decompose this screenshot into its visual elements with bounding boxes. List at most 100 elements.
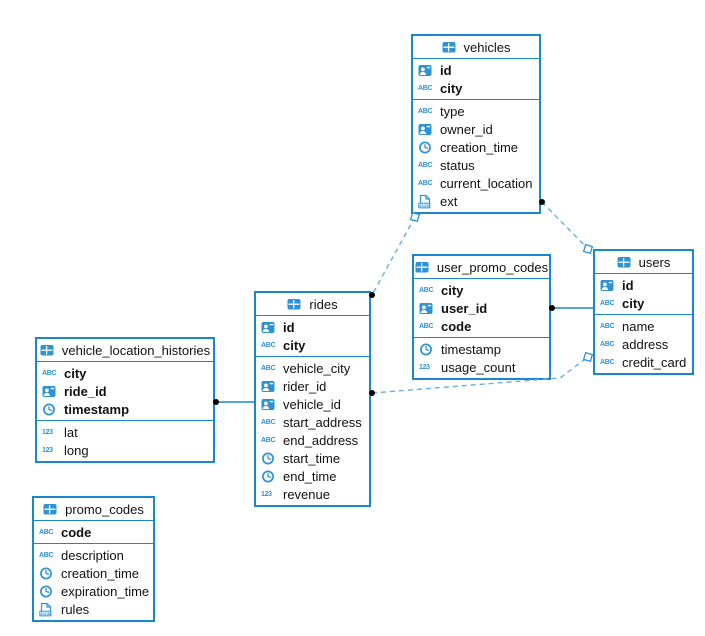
column-row-user_id[interactable]: user_id bbox=[414, 299, 549, 317]
column-name: name bbox=[622, 318, 655, 334]
table-icon bbox=[43, 502, 60, 517]
timestamp-clock-icon bbox=[419, 342, 436, 357]
string-glyph: ABC bbox=[261, 364, 276, 372]
table-header[interactable]: promo_codes bbox=[34, 498, 153, 521]
column-row-start_time[interactable]: start_time bbox=[256, 449, 369, 467]
string-abc-icon: ABC bbox=[600, 323, 617, 330]
string-abc-icon: ABC bbox=[418, 108, 435, 115]
column-row-creation_time[interactable]: creation_time bbox=[413, 138, 539, 156]
column-row-id[interactable]: id bbox=[256, 318, 369, 336]
column-row-ride_id[interactable]: ride_id bbox=[37, 382, 213, 400]
json-icon: JSON bbox=[418, 194, 435, 209]
ref-id-icon bbox=[261, 379, 278, 394]
table-header[interactable]: user_promo_codes bbox=[414, 256, 549, 279]
column-name: city bbox=[64, 365, 87, 381]
column-name: city bbox=[441, 282, 464, 298]
ref-id-icon-svg bbox=[419, 302, 433, 314]
json-icon: JSON bbox=[39, 602, 56, 617]
number-123-icon: 123 bbox=[419, 364, 436, 371]
column-name: start_time bbox=[283, 450, 341, 466]
string-glyph: ABC bbox=[418, 179, 433, 187]
number-glyph: 123 bbox=[419, 363, 430, 371]
table-header[interactable]: users bbox=[595, 251, 692, 274]
column-row-timestamp[interactable]: timestamp bbox=[414, 340, 549, 358]
json-icon-svg: JSON bbox=[418, 194, 431, 208]
string-glyph: ABC bbox=[39, 528, 54, 536]
table-header[interactable]: rides bbox=[256, 293, 369, 316]
table-name: vehicles bbox=[463, 39, 511, 55]
column-row-expiration_time[interactable]: expiration_time bbox=[34, 582, 153, 600]
string-abc-icon: ABC bbox=[42, 370, 59, 377]
column-name: user_id bbox=[441, 300, 488, 316]
number-glyph: 123 bbox=[261, 490, 272, 498]
column-row-name[interactable]: ABC name bbox=[595, 317, 692, 335]
timestamp-clock-icon-svg bbox=[40, 567, 52, 579]
column-row-id[interactable]: id bbox=[413, 61, 539, 79]
table-header[interactable]: vehicles bbox=[413, 36, 539, 59]
column-row-end_time[interactable]: end_time bbox=[256, 467, 369, 485]
ref-id-icon-svg bbox=[261, 398, 275, 410]
column-name: code bbox=[61, 524, 92, 540]
table-name: vehicle_location_histories bbox=[61, 342, 211, 358]
column-row-vehicle_id[interactable]: vehicle_id bbox=[256, 395, 369, 413]
column-row-id[interactable]: id bbox=[595, 276, 692, 294]
table-icon-svg bbox=[287, 298, 301, 309]
column-name: description bbox=[61, 547, 124, 563]
column-row-code[interactable]: ABC code bbox=[34, 523, 153, 541]
table-header[interactable]: vehicle_location_histories bbox=[37, 339, 213, 362]
column-row-owner_id[interactable]: owner_id bbox=[413, 120, 539, 138]
column-row-rider_id[interactable]: rider_id bbox=[256, 377, 369, 395]
timestamp-clock-icon-svg bbox=[262, 470, 274, 482]
timestamp-clock-icon bbox=[42, 402, 59, 417]
table-name: user_promo_codes bbox=[436, 259, 549, 275]
ref-id-icon bbox=[418, 63, 435, 78]
number-123-icon: 123 bbox=[261, 491, 278, 498]
string-glyph: ABC bbox=[600, 322, 615, 330]
column-row-creation_time[interactable]: creation_time bbox=[34, 564, 153, 582]
string-abc-icon: ABC bbox=[418, 85, 435, 92]
table-icon bbox=[617, 255, 634, 270]
column-name: owner_id bbox=[440, 121, 493, 137]
column-name: rider_id bbox=[283, 378, 327, 394]
column-row-timestamp[interactable]: timestamp bbox=[37, 400, 213, 418]
relationship-vehicles-to-rides[interactable] bbox=[371, 216, 416, 296]
ref-id-icon bbox=[42, 384, 59, 399]
string-abc-icon: ABC bbox=[39, 529, 56, 536]
column-row-city[interactable]: ABC city bbox=[37, 364, 213, 382]
column-name: city bbox=[283, 337, 306, 353]
svg-text:JSON: JSON bbox=[419, 202, 430, 207]
relationship-vehicles-to-users[interactable] bbox=[541, 201, 589, 250]
string-glyph: ABC bbox=[600, 299, 615, 307]
